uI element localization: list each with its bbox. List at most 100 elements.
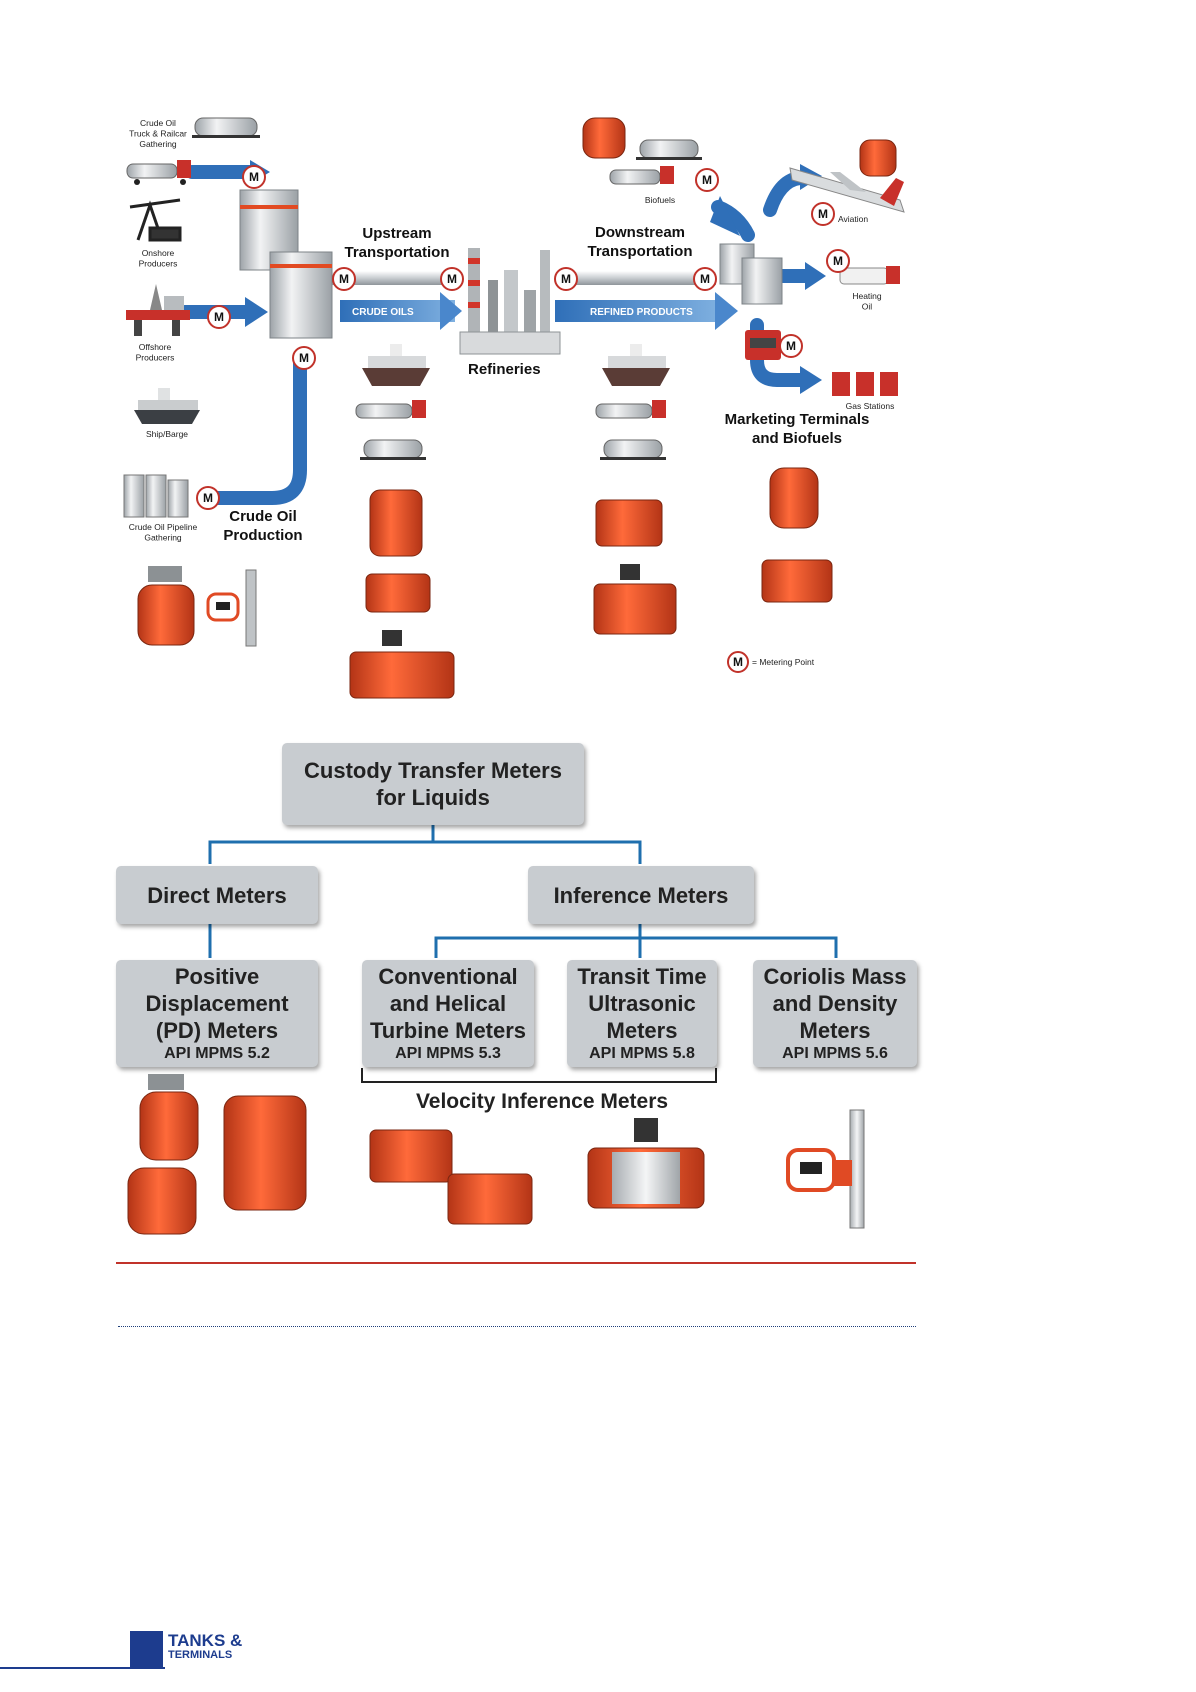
truck-icon xyxy=(745,330,781,360)
red-rule xyxy=(116,1262,916,1264)
ultrasonic-meter-icon xyxy=(587,1118,705,1209)
svg-text:M: M xyxy=(833,254,843,268)
svg-text:M: M xyxy=(702,173,712,187)
truck-icon xyxy=(839,266,900,285)
ship-icon xyxy=(134,388,200,424)
truck-icon xyxy=(609,166,674,185)
railcar-icon xyxy=(360,439,426,460)
airplane-icon xyxy=(789,167,905,213)
inference-meters-box: Inference Meters xyxy=(528,866,754,924)
velocity-inference-label: Velocity Inference Meters xyxy=(415,1090,669,1113)
pd-meter-register xyxy=(148,566,182,582)
metering-point-icon: M xyxy=(292,346,316,370)
refined-products-band xyxy=(555,300,720,322)
pd-meter-icon xyxy=(769,467,819,529)
storage-tank-icon xyxy=(719,243,783,305)
railcar-icon xyxy=(600,439,666,460)
svg-text:M: M xyxy=(203,491,213,505)
crude-oils-label: CRUDE OILS xyxy=(352,307,414,318)
metering-point-icon: M xyxy=(440,267,464,291)
arrow-head xyxy=(710,196,740,236)
metering-point-icon: M xyxy=(196,486,220,510)
turbine-meter-icon xyxy=(595,499,663,547)
storage-tank-icon xyxy=(123,474,189,518)
ship-barge-label: Ship/Barge xyxy=(146,429,188,439)
metering-point-icon: M xyxy=(693,267,717,291)
ultrasonic-meter-icon xyxy=(349,651,455,699)
ship-icon xyxy=(602,344,670,386)
arrow-head xyxy=(440,292,462,330)
metering-point-icon: M xyxy=(811,202,835,226)
svg-text:M: M xyxy=(561,272,571,286)
logo-line2: TERMINALS xyxy=(168,1649,233,1661)
metering-point-icon: M xyxy=(554,267,578,291)
pd-meter-icon xyxy=(137,584,195,646)
truck-icon xyxy=(355,400,426,419)
gas-stations-label: Gas Stations xyxy=(846,401,895,411)
turbine-meters-api: API MPMS 5.3 xyxy=(395,1045,501,1062)
arrow-head xyxy=(805,262,826,290)
coriolis-meter-icon xyxy=(786,1109,865,1229)
coriolis-meter-icon xyxy=(206,569,257,647)
pd-meter-icon xyxy=(127,1074,199,1235)
metering-point-icon: M xyxy=(695,168,719,192)
biofuels-label: Biofuels xyxy=(645,195,675,205)
refined-products-label: REFINED PRODUCTS xyxy=(590,307,693,318)
svg-text:M: M xyxy=(214,310,224,324)
ship-icon xyxy=(362,344,430,386)
metering-point-icon: M xyxy=(779,334,803,358)
downstream-pipeline xyxy=(556,271,716,285)
metering-point-icon: M xyxy=(207,305,231,329)
arrow-head xyxy=(245,297,268,327)
truck-icon xyxy=(595,400,666,419)
direct-meters-title: Direct Meters xyxy=(147,882,287,908)
direct-meters-box: Direct Meters xyxy=(116,866,318,924)
ultrasonic-meter-display xyxy=(620,564,640,580)
turbine-meter-icon xyxy=(365,573,431,613)
legend-label: = Metering Point xyxy=(752,657,815,667)
railcar-icon xyxy=(192,117,260,138)
legend-metering-icon: M xyxy=(727,651,749,673)
coriolis-meters-api: API MPMS 5.6 xyxy=(782,1045,888,1062)
svg-text:M: M xyxy=(339,272,349,286)
refineries-label: Refineries xyxy=(468,361,541,378)
pd-meter-icon xyxy=(369,489,423,557)
svg-text:M: M xyxy=(786,339,796,353)
svg-text:M: M xyxy=(733,655,743,669)
truck-icon xyxy=(126,160,191,185)
arrow-head xyxy=(800,366,822,394)
svg-text:M: M xyxy=(249,170,259,184)
turbine-meter-icon xyxy=(369,1129,533,1225)
footer-line xyxy=(0,1667,165,1669)
railcar-icon xyxy=(636,139,702,160)
logo-line1: TANKS & xyxy=(168,1631,243,1650)
svg-text:M: M xyxy=(447,272,457,286)
metering-point-icon: M xyxy=(826,249,850,273)
tanks-terminals-logo: TANKS & TERMINALS xyxy=(168,1632,258,1661)
oil-supply-chain-diagram: CRUDE OILS REFINED PRODUCTS Refineries C… xyxy=(123,117,905,699)
svg-text:M: M xyxy=(700,272,710,286)
ultrasonic-meter-display xyxy=(382,630,402,646)
metering-point-icon: M xyxy=(242,165,266,189)
turbine-meter-icon xyxy=(761,559,833,603)
arrow-head xyxy=(715,292,738,330)
refinery-icon xyxy=(459,248,561,355)
metering-point-icons: M M M M M M M M M M M M M xyxy=(196,165,850,673)
